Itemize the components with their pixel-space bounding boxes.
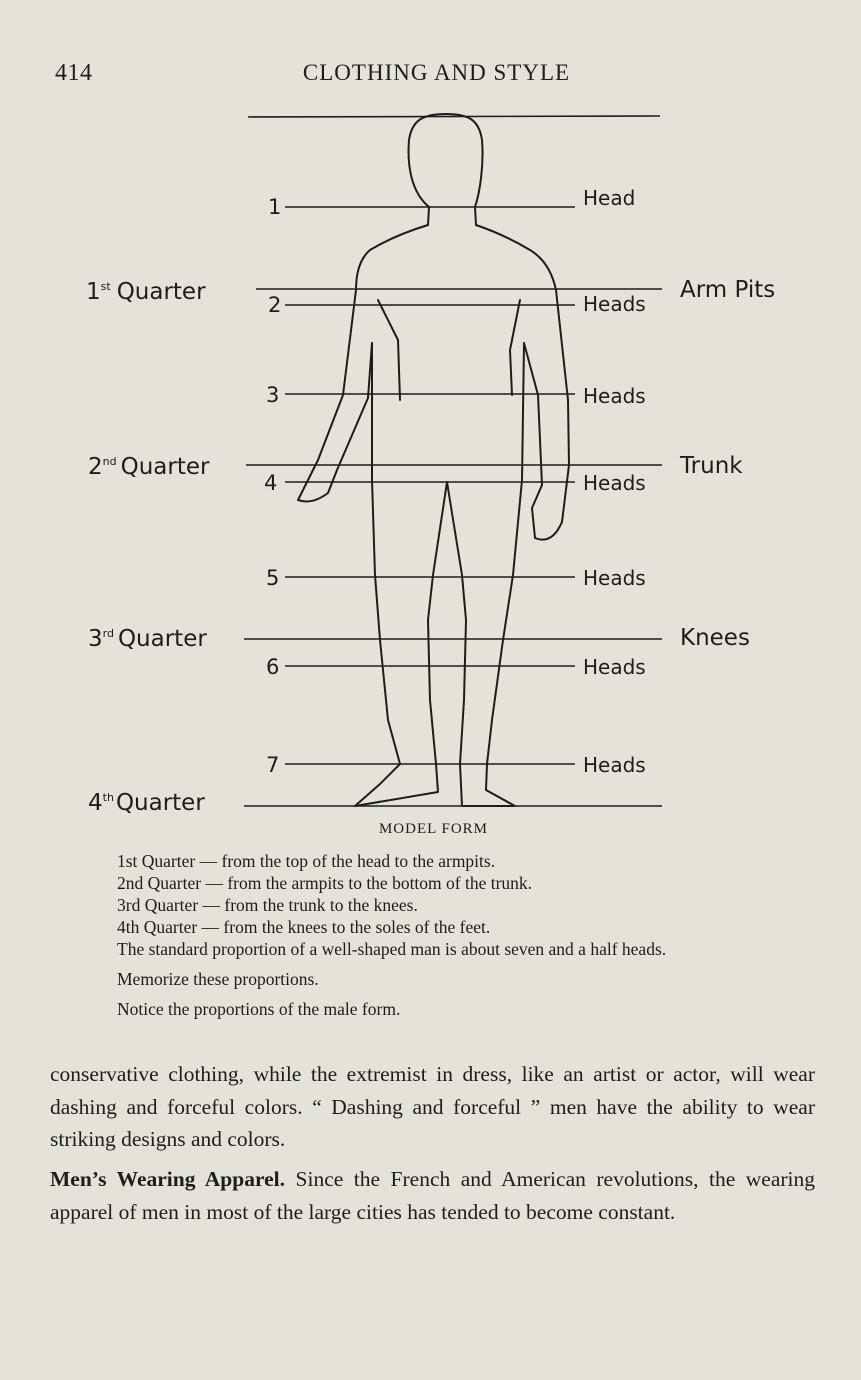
- head-numbers: 1 2 3 4 5 6 7: [264, 195, 281, 777]
- landmark-knees: Knees: [680, 625, 750, 651]
- note-line: 3rd Quarter — from the trunk to the knee…: [117, 895, 418, 915]
- figure-left-arm: [297, 224, 429, 503]
- head-number-5: 5: [266, 566, 279, 590]
- note-line: Notice the proportions of the male form.: [117, 999, 401, 1019]
- head-number-3: 3: [266, 383, 279, 407]
- head-number-7: 7: [266, 753, 279, 777]
- head-label-2: Heads: [583, 292, 646, 316]
- figure-torso-folds: [377, 299, 521, 401]
- figure-head: [407, 113, 484, 208]
- section-heading: Men’s Wearing Apparel.: [50, 1167, 286, 1191]
- human-figure: [297, 113, 570, 807]
- landmark-arm-pits: Arm Pits: [680, 277, 775, 303]
- head-number-4: 4: [264, 471, 277, 495]
- head-label-1: Head: [583, 186, 635, 210]
- quarter-label-4: 4thQuarter: [88, 790, 205, 816]
- figure-caption: MODEL FORM: [378, 821, 489, 837]
- figure-notes: 1st Quarter — from the top of the head t…: [117, 850, 822, 1020]
- note-line: 2nd Quarter — from the armpits to the bo…: [117, 873, 533, 893]
- head-label-4: Heads: [583, 471, 646, 495]
- head-label-6: Heads: [583, 655, 646, 679]
- running-head: CLOTHING AND STYLE: [302, 60, 571, 85]
- top-line: [247, 115, 661, 118]
- head-label-3: Heads: [583, 384, 646, 408]
- head-label-5: Heads: [583, 566, 646, 590]
- head-number-1: 1: [268, 195, 281, 219]
- figure-left-leg: [354, 342, 448, 807]
- figure-neck: [427, 206, 477, 226]
- body-paragraph-2: Men’s Wearing Apparel. Since the French …: [50, 1163, 815, 1228]
- body-paragraph-1: conservative clothing, while the extremi…: [50, 1062, 815, 1151]
- head-label-7: Heads: [583, 753, 646, 777]
- model-form-figure: 1 2 3 4 5 6 7 Head Heads Heads Heads Hea…: [86, 113, 775, 816]
- landmark-trunk: Trunk: [679, 453, 743, 479]
- head-number-2: 2: [268, 293, 281, 317]
- head-number-6: 6: [266, 655, 279, 679]
- guide-lines: [244, 115, 662, 807]
- figure-right-leg: [446, 342, 525, 807]
- note-line: Memorize these proportions.: [117, 969, 319, 989]
- note-line: The standard proportion of a well-shaped…: [117, 939, 667, 959]
- page-number: 414: [55, 60, 93, 86]
- landmark-labels: Arm Pits Trunk Knees: [679, 277, 775, 651]
- note-line: 1st Quarter — from the top of the head t…: [117, 851, 496, 871]
- section-text: Since the French and American revolution…: [50, 1167, 815, 1224]
- head-labels: Head Heads Heads Heads Heads Heads Heads: [583, 186, 646, 777]
- figure-right-arm: [475, 224, 570, 541]
- note-line: 4th Quarter — from the knees to the sole…: [117, 917, 491, 937]
